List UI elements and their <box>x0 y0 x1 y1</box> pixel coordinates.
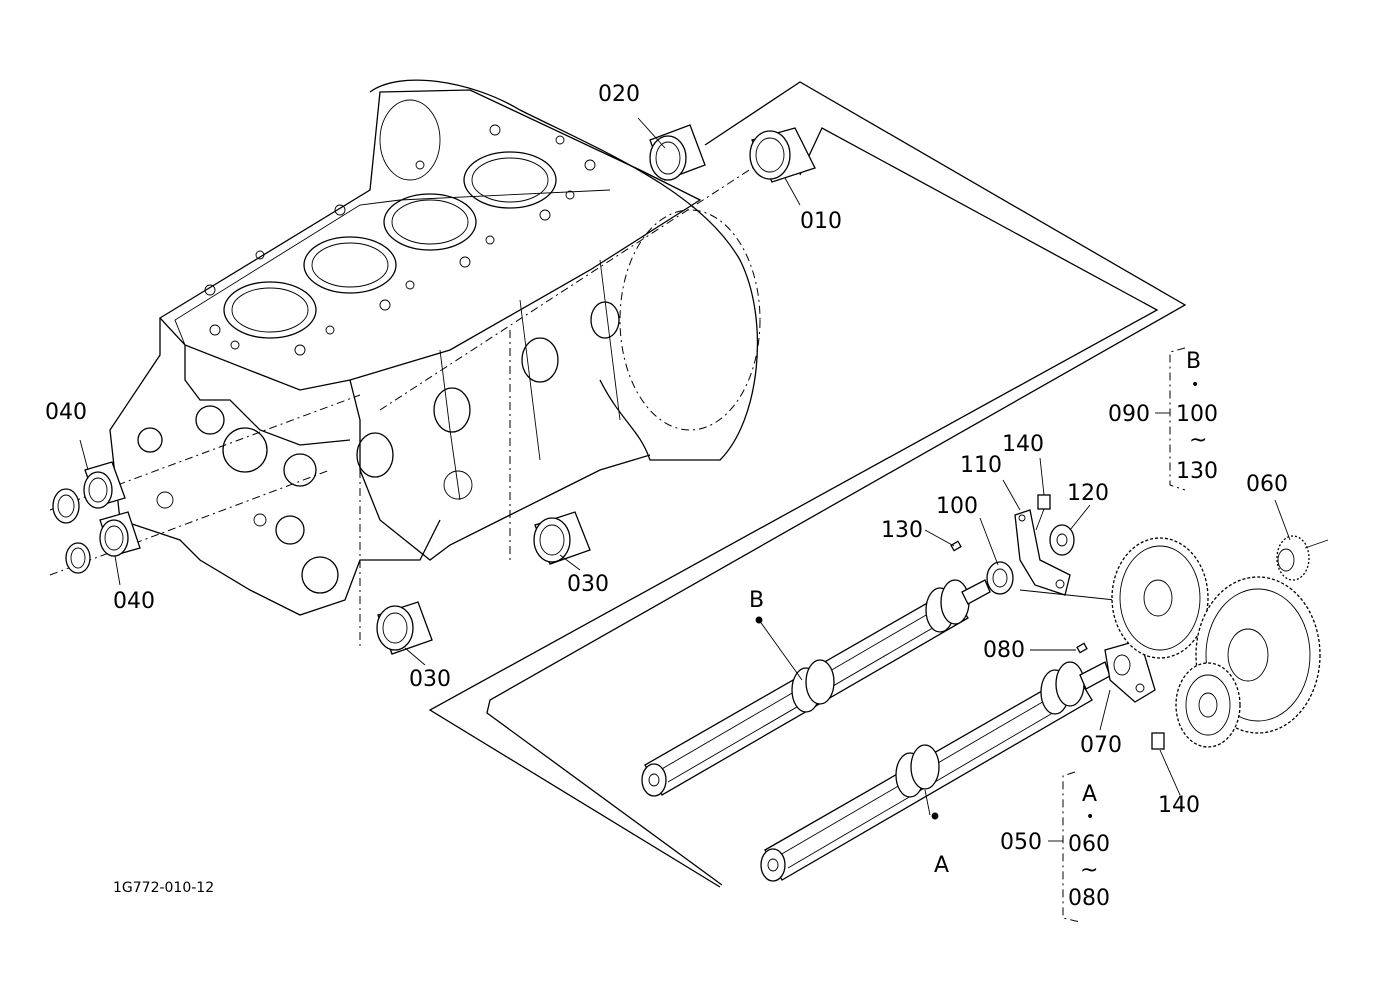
group-a-tilde: ~ <box>1080 858 1099 883</box>
callout-080: 080 <box>983 638 1025 663</box>
explosion-frame <box>428 81 1187 888</box>
group-b-dot: • <box>1191 377 1200 393</box>
group-a-to: 080 <box>1068 886 1110 911</box>
group-b-to: 130 <box>1176 459 1218 484</box>
group-a-dot: • <box>1086 809 1095 825</box>
bushing-020 <box>649 124 706 181</box>
bushing-010 <box>749 127 816 183</box>
callout-140-upper: 140 <box>1002 432 1044 457</box>
callout-120: 120 <box>1067 481 1109 506</box>
callout-030-lower: 030 <box>409 667 451 692</box>
gear-balancer-b <box>1111 537 1209 659</box>
plate-110 <box>1014 509 1071 596</box>
balancer-shaft-a <box>760 661 1111 882</box>
shaft-label-a: A <box>934 853 950 878</box>
gear-100 <box>986 561 1014 595</box>
callout-100: 100 <box>936 494 978 519</box>
seal-040-lower <box>65 542 91 574</box>
bushing-030-a <box>533 511 591 565</box>
callout-140-lower: 140 <box>1158 793 1200 818</box>
collar-120 <box>1049 524 1075 556</box>
bolt-140-upper <box>1035 494 1051 531</box>
callout-030-upper: 030 <box>567 572 609 597</box>
shaft-label-b: B <box>749 588 765 613</box>
leader-lines <box>79 117 1291 820</box>
cylinder-bore-2 <box>303 236 397 294</box>
callout-070: 070 <box>1080 733 1122 758</box>
group-b-tilde: ~ <box>1189 428 1208 453</box>
key-080 <box>1076 642 1088 654</box>
group-b-ref: B <box>1186 349 1202 374</box>
key-130 <box>950 540 962 552</box>
seal-040-upper <box>52 488 80 524</box>
gear-060 <box>1276 535 1329 581</box>
callout-110: 110 <box>960 453 1002 478</box>
callout-010: 010 <box>800 209 842 234</box>
bushing-040-lower <box>99 511 141 557</box>
cylinder-bore-3 <box>383 193 477 251</box>
callout-130: 130 <box>881 518 923 543</box>
cylinder-bore-4 <box>463 151 557 209</box>
diagram-id: 1G772-010-12 <box>113 880 215 896</box>
bolt-140-lower <box>1151 732 1165 750</box>
callout-040-upper: 040 <box>45 400 87 425</box>
bracket-group-b <box>1155 347 1186 491</box>
bushing-040-upper <box>83 461 126 509</box>
callout-050: 050 <box>1000 830 1042 855</box>
group-a-ref: A <box>1082 782 1098 807</box>
balancer-shaft-b <box>641 579 991 797</box>
group-b-from: 100 <box>1176 402 1218 427</box>
bushing-030-b <box>376 601 433 655</box>
engine-block <box>49 79 781 650</box>
gear-balancer-a <box>1175 662 1241 748</box>
cylinder-bore-1 <box>223 281 317 339</box>
callout-020: 020 <box>598 82 640 107</box>
callout-060: 060 <box>1246 472 1288 497</box>
callout-040-lower: 040 <box>113 589 155 614</box>
bracket-group-a <box>1048 771 1081 923</box>
group-a-from: 060 <box>1068 832 1110 857</box>
callout-090: 090 <box>1108 402 1150 427</box>
